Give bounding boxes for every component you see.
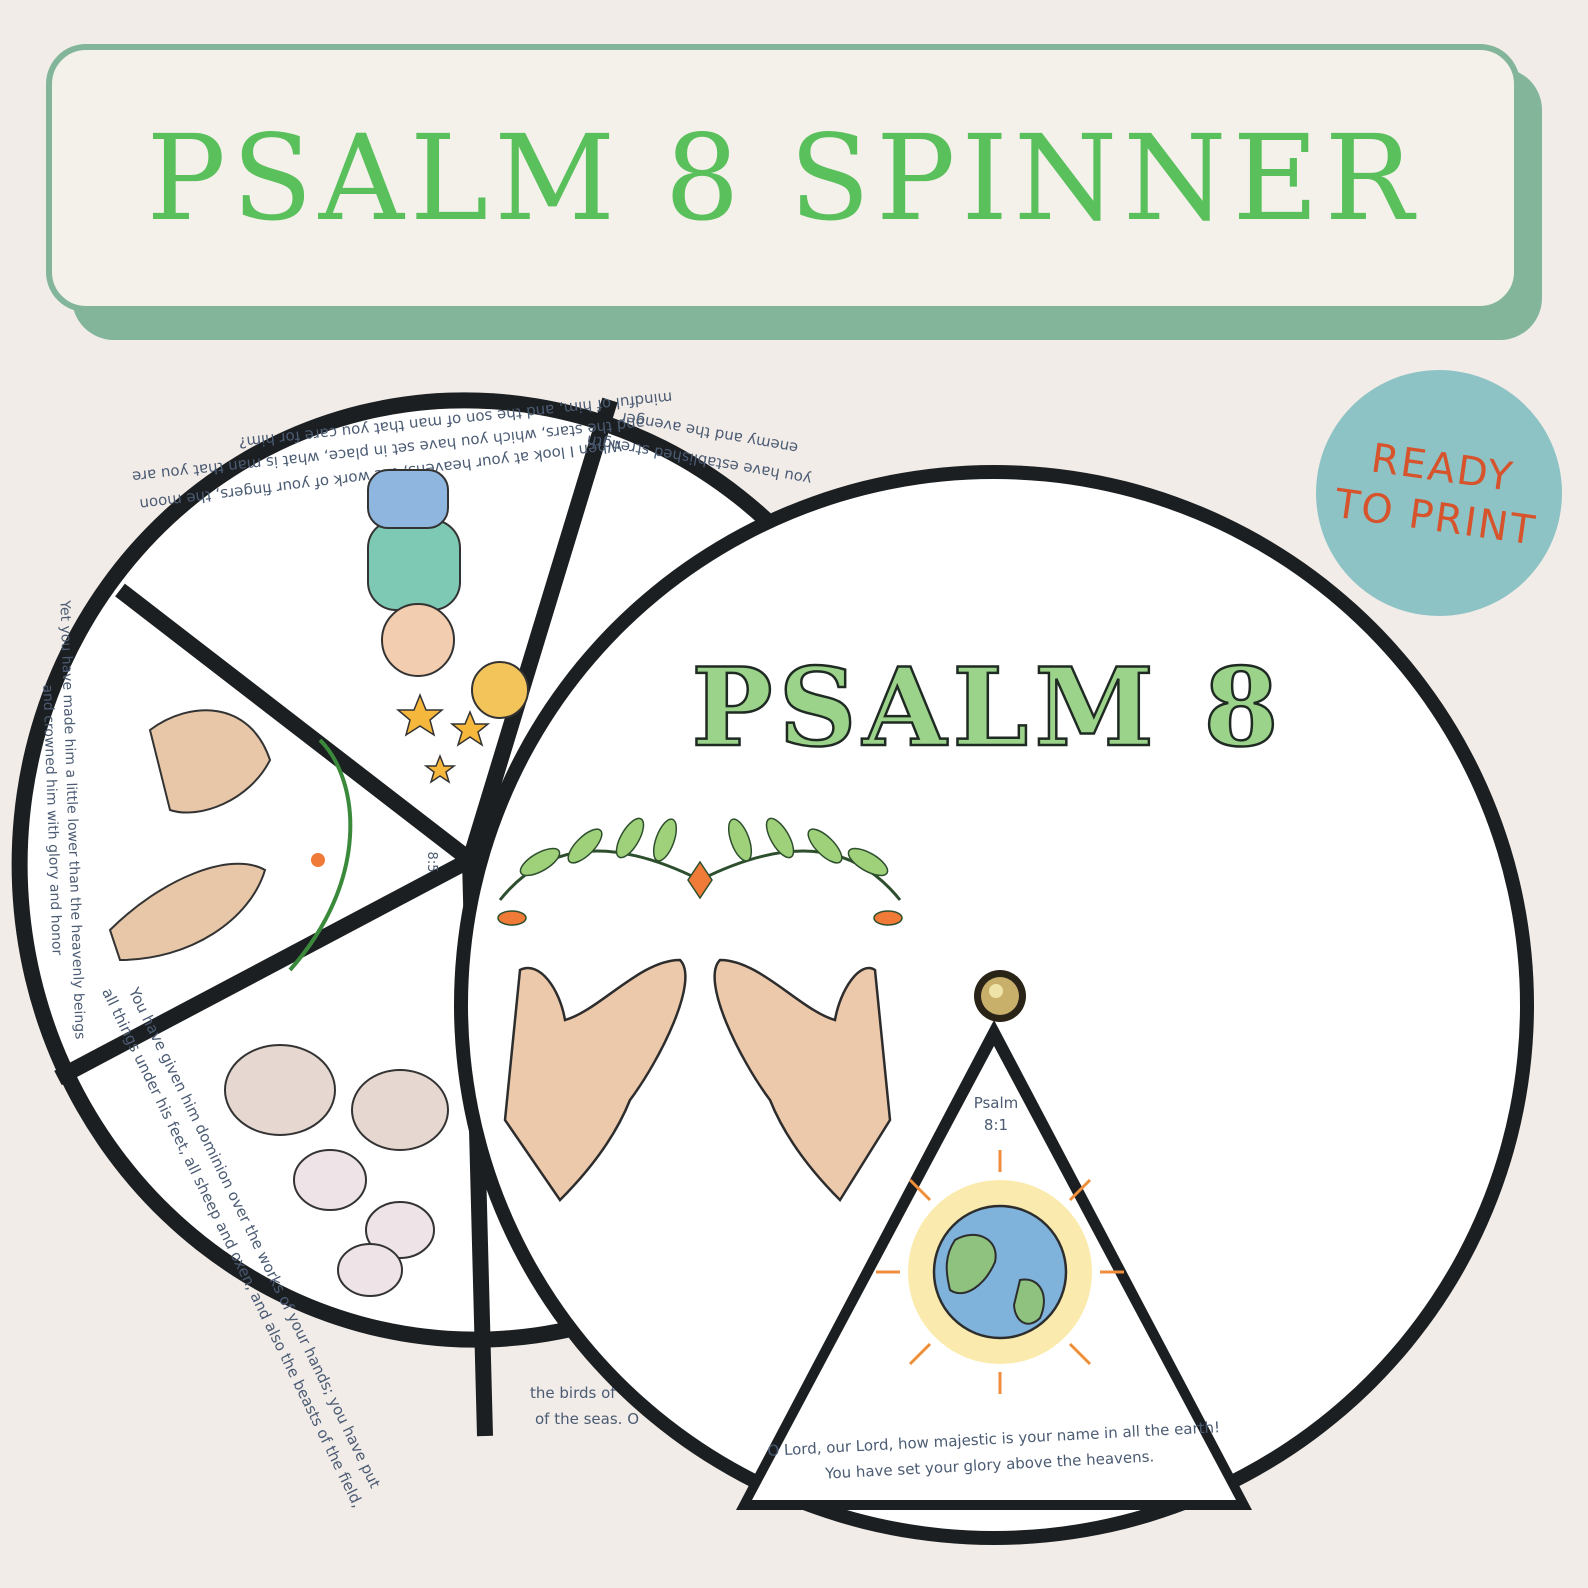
window-ref-line2: 8:1 bbox=[984, 1116, 1008, 1134]
animals-drawing bbox=[224, 1044, 449, 1297]
brad-fastener bbox=[974, 970, 1026, 1022]
laurel-crown-drawing bbox=[497, 817, 903, 926]
svg-text:the birds of: the birds of bbox=[530, 1384, 616, 1402]
verse-window: Psalm 8:1 O Lord, our L bbox=[736, 1020, 1252, 1510]
svg-text:8:5: 8:5 bbox=[424, 852, 439, 873]
front-wheel: PSALM 8 Psalm 8:1 bbox=[454, 465, 1534, 1545]
segment-text-5: the birds of of the seas. O bbox=[530, 1384, 639, 1428]
svg-text:of the seas. O: of the seas. O bbox=[535, 1410, 639, 1428]
stars-drawing bbox=[395, 692, 491, 784]
front-wheel-title: PSALM 8 bbox=[691, 645, 1284, 771]
banner-title: PSALM 8 SPINNER bbox=[146, 109, 1420, 247]
title-banner: PSALM 8 SPINNER bbox=[46, 44, 1520, 312]
offering-hands-drawing bbox=[108, 709, 353, 972]
earth-sun-drawing bbox=[876, 1150, 1124, 1394]
window-ref-line1: Psalm bbox=[974, 1094, 1019, 1112]
open-hands-drawing bbox=[503, 958, 892, 1202]
sleeping-child-drawing bbox=[367, 469, 529, 719]
